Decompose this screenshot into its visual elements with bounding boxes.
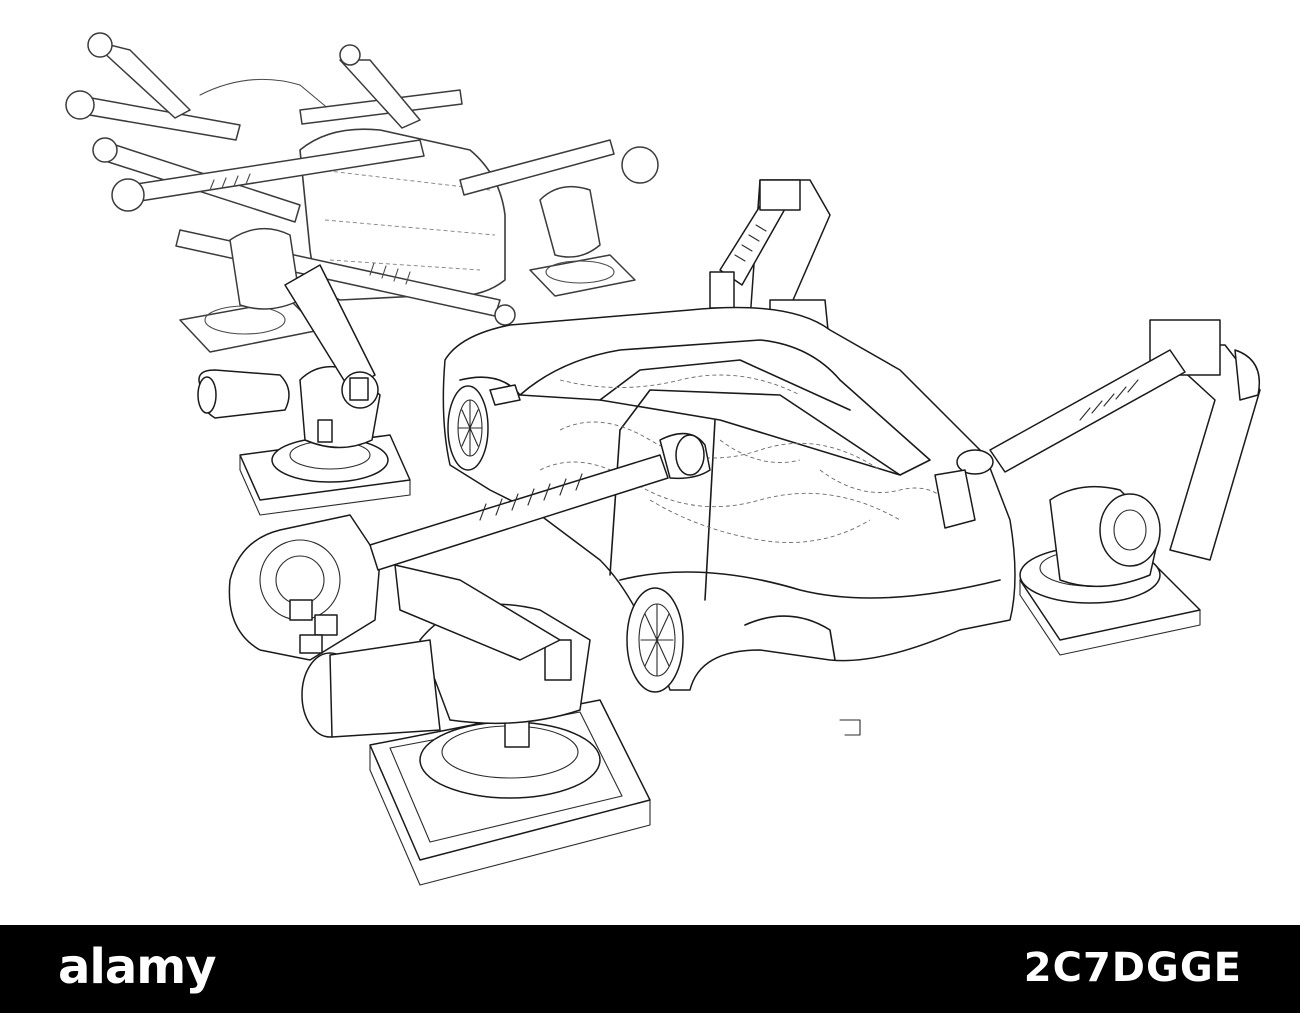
- background-robot-cluster: [65, 32, 659, 353]
- wireframe-illustration: [65, 32, 1261, 886]
- watermark-footer: alamy 2C7DGGE: [0, 925, 1300, 1013]
- car-wireframe: [442, 306, 1016, 736]
- brand-logo: alamy: [58, 939, 217, 995]
- left-middle-robot: [197, 264, 411, 516]
- front-left-robot: [228, 432, 711, 886]
- stock-image-id: 2C7DGGE: [1023, 945, 1242, 991]
- right-robot: [934, 319, 1261, 656]
